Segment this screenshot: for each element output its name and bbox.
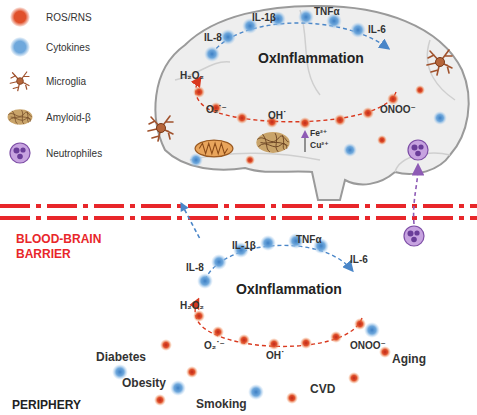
legend-text: Amyloid-β xyxy=(46,112,91,123)
increase-arrow xyxy=(305,132,306,152)
risk-factor-label: CVD xyxy=(310,382,335,396)
brain-outline xyxy=(148,2,473,202)
risk-factor-label: Smoking xyxy=(196,397,247,411)
mediator-label: OH˙ xyxy=(266,350,284,361)
mediator-label: TNFα xyxy=(296,234,322,245)
migration-arrow xyxy=(181,202,200,238)
brain-scatter xyxy=(189,85,447,167)
risk-factor-label: Diabetes xyxy=(96,350,146,364)
legend-icon-shape xyxy=(10,143,30,163)
mediator-label: IL-1β xyxy=(232,240,256,251)
oxinflammation-cycle: OxInflammationIL-1βTNFαIL-6IL-8H₂O₂O₂˙⁻O… xyxy=(178,238,393,363)
cycle-title: OxInflammation xyxy=(236,281,342,297)
legend-text: ROS/RNS xyxy=(46,12,92,23)
legend-icon xyxy=(4,103,36,131)
mediator-label: ONOO⁻ xyxy=(380,104,416,115)
region-label: PERIPHERY xyxy=(12,398,81,412)
mediator-label: OH˙ xyxy=(268,110,286,121)
risk-factor-label: Obesity xyxy=(122,376,166,390)
amyloid-icon xyxy=(256,132,289,153)
microglia-icon xyxy=(148,116,173,141)
legend-text: Neutrophiles xyxy=(46,148,102,159)
mediator-label: IL-8 xyxy=(186,262,204,273)
legend-text: Cytokines xyxy=(46,42,90,53)
periphery-ros-arc xyxy=(193,300,366,350)
periphery-cytokine-arc xyxy=(197,233,352,289)
neutrophil-migration xyxy=(404,166,424,246)
mediator-label: ONOO⁻ xyxy=(350,340,386,351)
mediator-label: IL-6 xyxy=(350,254,368,265)
barrier-lines xyxy=(0,206,477,218)
mediator-label: Fe²⁺ xyxy=(310,128,327,138)
mediator-label: O₂˙⁻ xyxy=(206,104,227,115)
legend-swatch xyxy=(10,7,30,27)
mediator-label: H₂O₂ xyxy=(180,70,204,81)
mediator-label: IL-8 xyxy=(204,32,222,43)
mediator-label: O₂˙⁻ xyxy=(204,340,225,351)
periphery-scatter xyxy=(112,322,391,406)
mediator-label: IL-6 xyxy=(368,24,386,35)
legend-icon xyxy=(4,139,36,167)
legend-text: Microglia xyxy=(46,76,86,87)
cycle-title: OxInflammation xyxy=(258,50,364,66)
microglia-icon xyxy=(427,50,452,75)
mediator-label: TNFα xyxy=(314,6,340,17)
brain-region: OxInflammation IL-1β TNFαIL-6IL-8H₂O₂ O₂˙⁻ O… xyxy=(148,2,473,202)
barrier-label: BLOOD-BRAIN BARRIER xyxy=(16,232,116,262)
connector-line xyxy=(181,202,200,238)
neutrophil-icon xyxy=(408,140,428,160)
mediator-label: IL-1β xyxy=(252,12,276,23)
mitochondrion-icon xyxy=(195,140,233,157)
brain-cytokine-arc xyxy=(204,9,388,62)
legend-icon-shape xyxy=(10,72,29,91)
legend-swatch xyxy=(10,37,30,57)
legend-icon-shape xyxy=(8,109,33,125)
mediator-label: H₂O₂ xyxy=(180,300,204,311)
brain-ros-arc xyxy=(193,78,399,129)
legend-icon xyxy=(4,67,36,95)
mediator-label: Cu²⁺ xyxy=(310,140,329,150)
risk-factor-label: Aging xyxy=(392,352,426,366)
arrow-head xyxy=(181,202,189,212)
